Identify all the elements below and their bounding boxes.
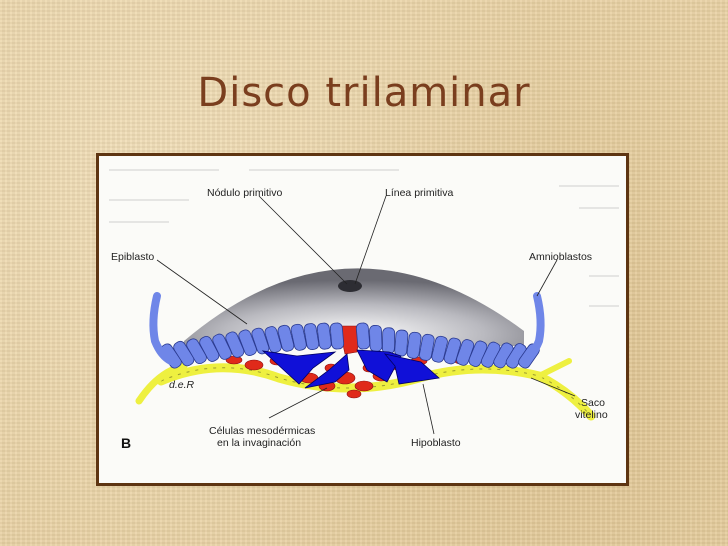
epiblast-cell: [431, 335, 448, 363]
leader-lines: [156, 195, 576, 435]
epiblast-cell: [316, 322, 332, 350]
label-saco: Saco: [581, 397, 605, 409]
label-celulas-line2: en la invaginación: [217, 437, 301, 449]
primitive-node-pit: [338, 280, 362, 292]
label-hipoblasto: Hipoblasto: [411, 437, 461, 449]
epiblast-cell: [394, 329, 409, 357]
background-text-texture: [109, 169, 619, 307]
illustrator-signature: d.e.R: [169, 379, 195, 391]
label-linea-primitiva: Línea primitiva: [385, 187, 453, 199]
epiblast-cell: [264, 326, 282, 353]
epiblast-cell: [303, 323, 320, 351]
epiblast-cell: [251, 327, 270, 355]
amnioblast-right: [520, 292, 545, 365]
figure-frame: Nódulo primitivo Línea primitiva Epiblas…: [96, 153, 629, 486]
amniotic-cavity: [184, 268, 524, 346]
label-celulas-line1: Células mesodérmicas: [209, 425, 315, 437]
migration-arrows: [261, 349, 440, 389]
epiblast-cell: [225, 331, 245, 358]
epiblast-cell: [290, 323, 307, 351]
label-epiblasto: Epiblasto: [111, 251, 154, 263]
slide-title: Disco trilaminar: [197, 70, 531, 116]
trilaminar-disc-diagram: Nódulo primitivo Línea primitiva Epiblas…: [109, 169, 619, 451]
epiblast-cell: [406, 331, 422, 359]
epiblast-cell: [369, 324, 383, 352]
epiblast-cell: [419, 333, 435, 361]
label-vitelino: vitelino: [575, 409, 608, 421]
epiblast-cell: [212, 333, 232, 360]
epiblast-cell: [199, 335, 220, 362]
epiblast-cell: [355, 322, 371, 350]
panel-letter: B: [121, 435, 131, 451]
label-nodulo-primitivo: Nódulo primitivo: [207, 187, 282, 199]
epiblast-cell: [329, 322, 345, 350]
epiblast-cell: [277, 324, 295, 352]
epiblast-cell: [443, 337, 462, 365]
epiblast-cell: [238, 329, 257, 356]
epiblast-cell: [381, 327, 396, 355]
amnioblast-left: [149, 292, 175, 365]
label-amnioblastos: Amnioblastos: [529, 251, 592, 263]
